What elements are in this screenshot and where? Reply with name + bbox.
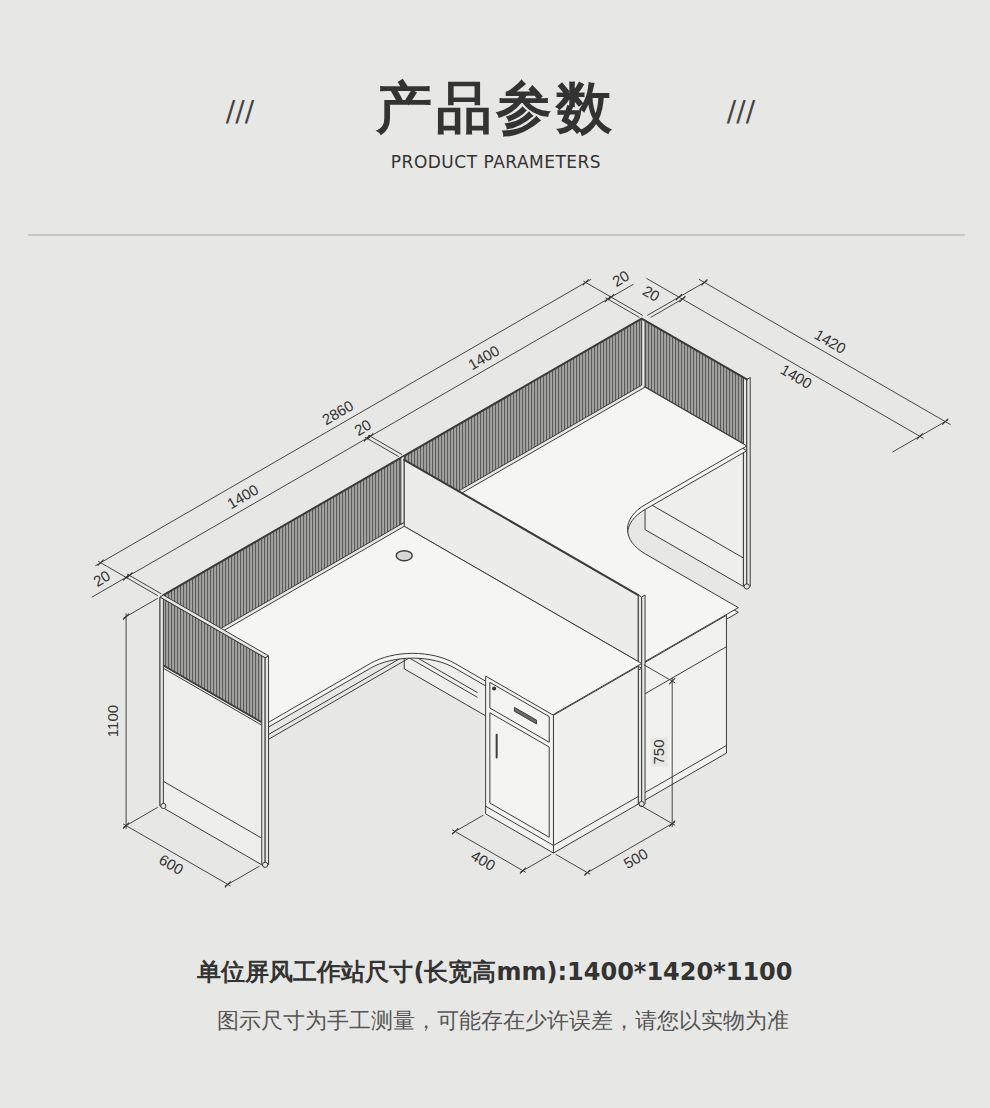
- dimension-line: [127, 574, 160, 593]
- drawer-lock: [492, 687, 496, 691]
- dimension-line: [644, 665, 675, 683]
- cabinet-face: [642, 615, 727, 802]
- side-panel-rail: [163, 781, 261, 838]
- dimension-line: [124, 807, 158, 827]
- dimension-line: [556, 855, 590, 875]
- cable-grommet: [396, 551, 412, 561]
- disclaimer-note: 图示尺寸为手工测量，可能存在少许误差，请您以实物为准: [217, 1008, 789, 1034]
- post-foot: [161, 803, 166, 808]
- dimension-line: [520, 855, 551, 873]
- dimension-label: 1400: [775, 361, 816, 394]
- dimension-line: [585, 822, 675, 874]
- size-note: 单位屏风工作站尺寸(长宽高mm):1400*1420*1100: [197, 958, 792, 987]
- dimension-tick: [701, 279, 707, 285]
- dimension-tick: [520, 868, 526, 874]
- side-panel-rail: [163, 668, 261, 725]
- panel-post: [160, 597, 163, 808]
- dimension-line: [92, 284, 633, 597]
- dimension-tick: [584, 870, 590, 876]
- panel-top-cap: [160, 595, 269, 658]
- drawer-handle: [514, 707, 536, 724]
- panel-post: [265, 656, 268, 867]
- dimension-tick: [583, 279, 589, 285]
- dimension-line: [96, 279, 591, 565]
- side-panel-mesh: [160, 597, 265, 724]
- side-panel-top-rail: [642, 319, 747, 380]
- divider-post: [642, 595, 645, 806]
- dimension-label: 20: [350, 415, 376, 440]
- subtitle: PRODUCT PARAMETERS: [391, 153, 601, 172]
- dimension-label: 1100: [105, 703, 122, 739]
- page-title: 产品参数: [376, 74, 616, 141]
- dimension-line: [124, 598, 158, 618]
- dimension-label: 600: [154, 851, 187, 880]
- dimension-line: [453, 815, 484, 833]
- panel-post: [747, 377, 750, 588]
- cabinet-side: [553, 666, 638, 853]
- cabinet-front: [486, 676, 554, 853]
- decor-slashes: ///: [226, 97, 254, 128]
- side-panel-rail: [645, 501, 743, 558]
- dimension-tick: [669, 678, 675, 684]
- divider-post: [638, 595, 641, 806]
- dimension-label: 1400: [463, 342, 504, 375]
- dimension-label: 1420: [810, 326, 851, 359]
- dimension-line: [124, 824, 231, 886]
- cabinet-drawer-line: [642, 647, 727, 696]
- dimension-label: 20: [608, 266, 634, 291]
- dimension-label: 20: [638, 282, 664, 307]
- dimension-line: [606, 298, 639, 317]
- dimension-tick: [225, 881, 231, 887]
- dimension-line: [368, 435, 401, 454]
- cabinet-door: [490, 713, 549, 838]
- header-rule: [28, 234, 965, 236]
- dimension-tick: [917, 433, 923, 439]
- dimension-tick: [676, 294, 682, 300]
- door-handle: [496, 735, 498, 758]
- panel-post: [262, 656, 265, 867]
- decor-slashes: ///: [727, 97, 755, 128]
- dimension-line: [641, 806, 675, 826]
- dimension-line: [672, 678, 673, 826]
- dimension-line: [126, 614, 127, 829]
- dimension-line: [225, 866, 259, 886]
- dimension-label: 400: [466, 847, 499, 876]
- dimension-tick: [123, 614, 129, 620]
- dimension-line: [365, 437, 398, 456]
- dimension-tick: [942, 419, 948, 425]
- dimension-label: 1400: [222, 481, 263, 514]
- panel-post: [743, 377, 746, 588]
- dimension-tick: [452, 828, 458, 834]
- dimension-label: 750: [651, 738, 668, 767]
- post-foot: [744, 584, 749, 589]
- side-panel-rail: [163, 665, 261, 722]
- dimension-line: [647, 279, 923, 439]
- dimension-tick: [679, 296, 685, 302]
- dimension-tick: [98, 560, 104, 566]
- workstation-drawing: [92, 279, 950, 888]
- screen-post: [401, 456, 404, 524]
- dimension-line: [699, 279, 950, 424]
- post-foot: [263, 862, 268, 867]
- dimension-label: 20: [89, 566, 115, 591]
- dimension-label: 500: [619, 844, 652, 873]
